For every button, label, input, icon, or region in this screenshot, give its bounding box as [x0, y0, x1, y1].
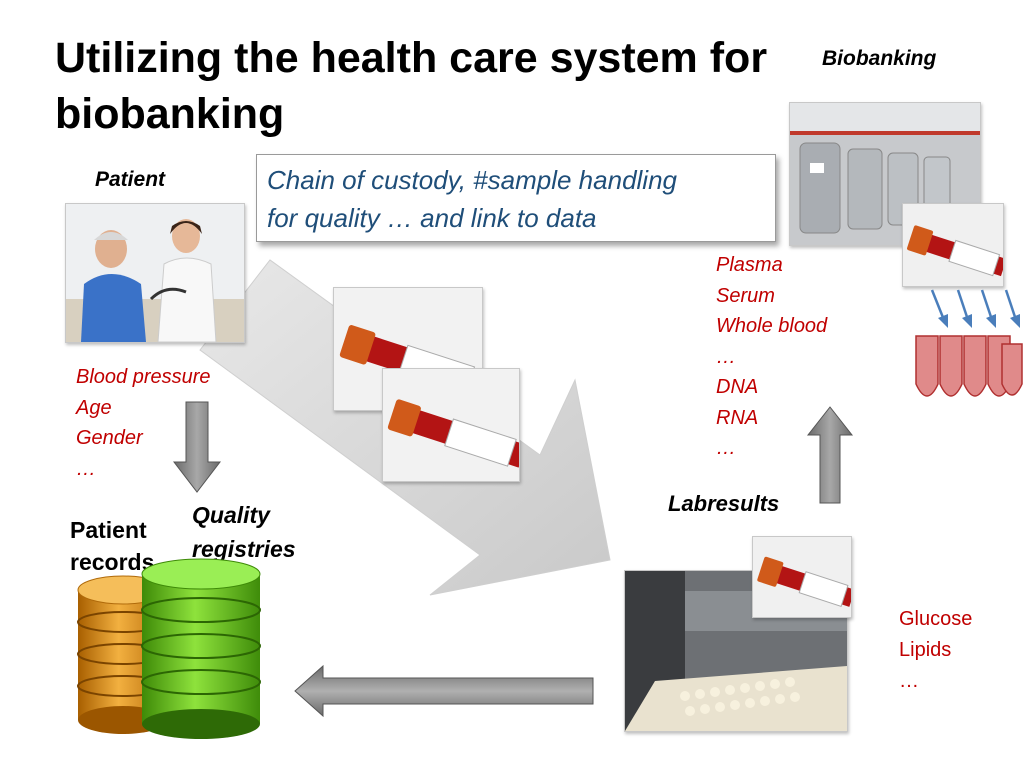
patient-data-item: Blood pressure — [76, 366, 211, 388]
chain-of-custody-callout: Chain of custody, #sample handling for q… — [256, 154, 776, 242]
patient-data-item: Gender — [76, 427, 143, 449]
lab-value-item: Glucose — [899, 608, 973, 630]
lab-values-list: Glucose Lipids … — [899, 604, 972, 697]
patient-label: Patient — [95, 168, 166, 191]
lab-value-item: … — [899, 670, 919, 692]
lab-tube-inset-photo — [752, 536, 852, 618]
down-arrow — [172, 401, 222, 493]
patient-data-list: Blood pressure Age Gender … — [76, 362, 211, 484]
aliquot-tubes-icon — [915, 289, 1023, 397]
sample-type-item: Serum — [716, 284, 775, 307]
sample-type-item: DNA — [716, 376, 759, 398]
callout-line-1: Chain of custody, #sample handling — [267, 165, 677, 195]
sample-type-item: Whole blood — [716, 315, 828, 337]
sample-type-item: RNA — [716, 406, 759, 429]
patient-records-line-1: Patient — [70, 517, 147, 543]
left-arrow — [294, 664, 594, 718]
callout-line-2: for quality … and link to data — [267, 203, 597, 233]
quality-registries-line-2: registries — [192, 536, 296, 562]
quality-registries-line-1: Quality — [192, 502, 270, 528]
quality-registries-database-icon — [141, 558, 261, 739]
database-icons — [77, 558, 261, 739]
patient-data-item: … — [76, 457, 96, 480]
up-arrow — [806, 406, 854, 504]
test-tubes-icon — [915, 335, 1023, 397]
blood-tube-photo-2 — [382, 368, 520, 482]
sample-type-item: Plasma — [716, 254, 783, 276]
lab-value-item: Lipids — [899, 639, 952, 661]
blue-arrows-icon — [930, 289, 1020, 328]
biobanking-label: Biobanking — [822, 47, 937, 70]
slide-title: Utilizing the health care system for bio… — [55, 34, 768, 138]
patient-photo — [65, 203, 245, 343]
sample-type-item: … — [716, 345, 736, 368]
patient-records-line-2: records — [70, 549, 155, 575]
sample-type-item: … — [716, 437, 736, 459]
patient-records-label: Patient records — [70, 514, 154, 578]
labresults-label: Labresults — [668, 491, 780, 516]
sample-types-list: Plasma Serum Whole blood … DNA RNA … — [716, 250, 827, 464]
patient-data-item: Age — [76, 396, 112, 419]
biobank-tube-inset-photo — [902, 203, 1004, 287]
quality-registries-label: Quality registries — [192, 498, 296, 566]
